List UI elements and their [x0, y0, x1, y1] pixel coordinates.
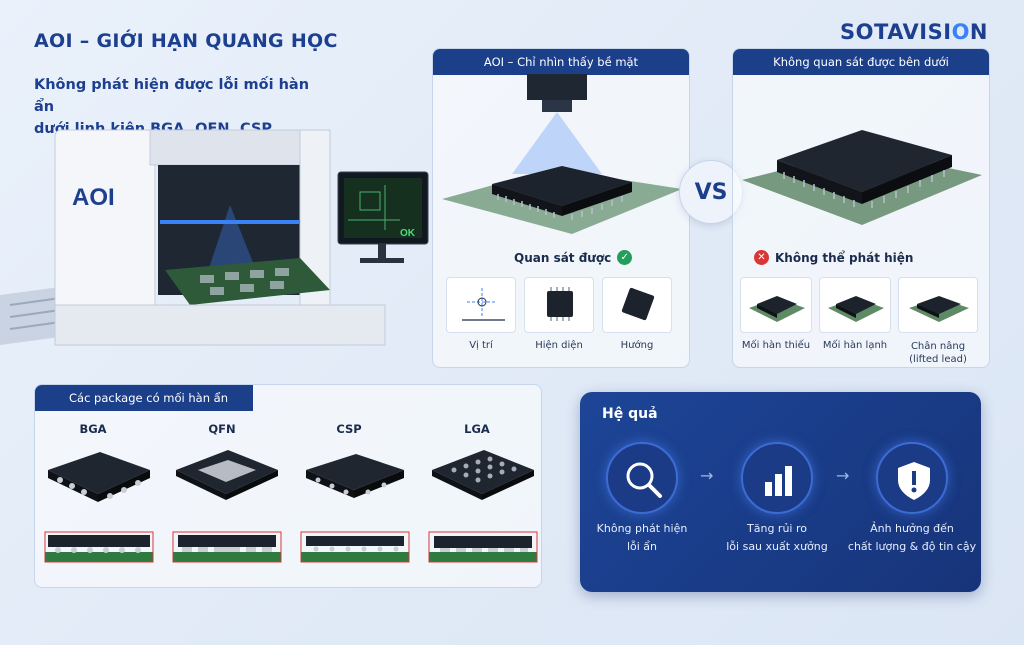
aoi-machine-illustration: AOI OK — [0, 129, 429, 346]
tile-lifted-lead — [898, 277, 978, 333]
crosshair-icon — [462, 288, 505, 321]
packages-title: Các package có mối hàn ẩn — [35, 385, 253, 411]
chip-defect-icon — [828, 296, 884, 322]
qfn-package — [172, 450, 282, 563]
surface-panel-title: AOI – Chỉ nhìn thấy bề mặt — [433, 49, 689, 75]
undetectable-status: ✕ Không thể phát hiện — [754, 250, 913, 265]
arrow-right-icon: → — [700, 466, 714, 485]
magnifier-icon — [606, 442, 678, 514]
observable-label: Quan sát được — [514, 250, 612, 265]
bar-chart-icon — [741, 442, 813, 514]
check-icon: ✓ — [617, 250, 633, 265]
tile-cold-joint — [819, 277, 891, 333]
tile-position — [446, 277, 516, 333]
tile-presence — [524, 277, 594, 333]
chip-defect-icon — [749, 296, 805, 322]
x-icon: ✕ — [754, 250, 769, 265]
tile-insufficient-joint — [740, 277, 812, 333]
svg-text:OK: OK — [400, 228, 416, 239]
subtitle-line-1: Không phát hiện được lỗi mối hàn ẩn — [34, 77, 310, 115]
tile-orientation — [602, 277, 672, 333]
bga-package — [44, 452, 154, 563]
chip-rotated-icon — [621, 287, 655, 321]
tile-position-label: Vị trí — [469, 340, 493, 351]
package-name-csp: CSP — [336, 422, 362, 436]
tile-insufficient-label: Mối hàn thiếu — [741, 340, 811, 351]
tile-lifted-label: Chân nâng (lifted lead) — [909, 341, 967, 365]
brand-logo: SOTAVISION — [840, 20, 988, 44]
csp-package — [300, 454, 410, 563]
arrow-right-icon: → — [836, 466, 850, 485]
tile-presence-label: Hiện diện — [535, 340, 583, 351]
undetectable-label: Không thể phát hiện — [775, 250, 914, 265]
package-name-lga: LGA — [464, 422, 490, 436]
lga-package — [428, 450, 538, 563]
package-illustrations — [44, 450, 538, 563]
observable-status: Quan sát được ✓ — [514, 250, 633, 265]
shield-alert-icon — [876, 442, 948, 514]
tile-cold-label: Mối hàn lạnh — [822, 340, 888, 351]
consequence-title: Hệ quả — [602, 406, 658, 422]
package-name-bga: BGA — [79, 422, 107, 436]
chip-on-board-illustration — [742, 130, 982, 225]
chip-defect-icon — [909, 296, 969, 322]
below-panel-title: Không quan sát được bên dưới — [733, 49, 989, 75]
tile-orientation-label: Hướng — [620, 340, 654, 351]
svg-text:AOI: AOI — [72, 184, 115, 211]
package-name-qfn: QFN — [208, 422, 236, 436]
page-title: AOI – GIỚI HẠN QUANG HỌC — [34, 30, 338, 52]
chip-icon — [547, 287, 573, 321]
camera-chip-illustration — [442, 74, 682, 234]
